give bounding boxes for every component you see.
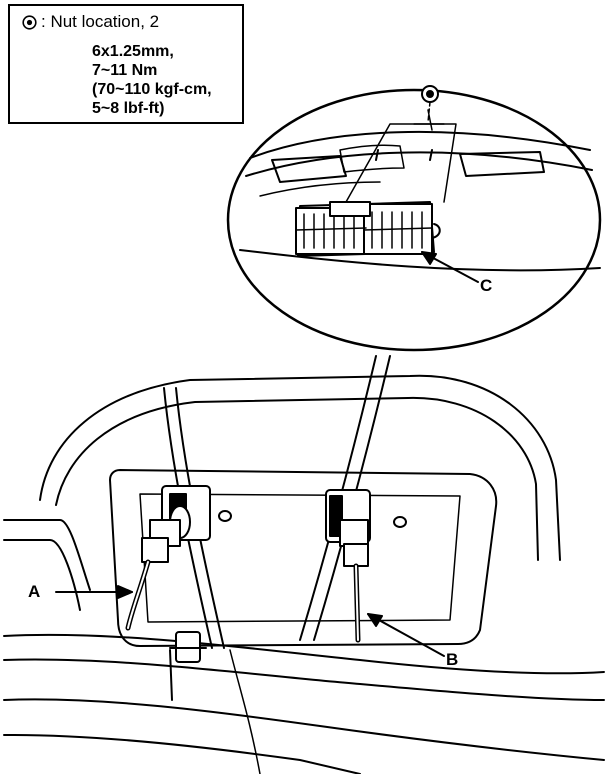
detail-nut-marker [421,85,439,123]
harness-clip [169,631,207,663]
legend-spec: 6x1.25mm, 7~11 Nm (70~110 kgf-cm, 5~8 lb… [92,42,212,118]
spec-line-torque-kgf: (70~110 kgf-cm, [92,81,212,98]
callout-c: C [480,276,493,295]
leader-a [55,585,133,599]
spec-line-torque-lbf: 5~8 lbf-ft) [92,100,165,117]
leader-c [421,251,479,283]
leader-b [367,613,445,657]
mount-holes [218,510,407,528]
left-lamp-connector [125,485,211,631]
spec-line-size: 6x1.25mm, [92,43,174,60]
legend-box: : Nut location, 2 6x1.25mm, 7~11 Nm (70~… [8,4,244,124]
callout-a: A [28,582,41,601]
legend-title: : Nut location, 2 [41,12,160,31]
bumper-lower [3,633,605,775]
callout-b: B [446,650,459,669]
spec-line-torque-nm: 7~11 Nm [92,62,158,79]
tailgate-outer-frame [3,374,561,611]
right-lamp-connector [325,489,371,643]
detail-lamp-assembly [295,201,441,257]
target-circle-icon [22,14,37,30]
